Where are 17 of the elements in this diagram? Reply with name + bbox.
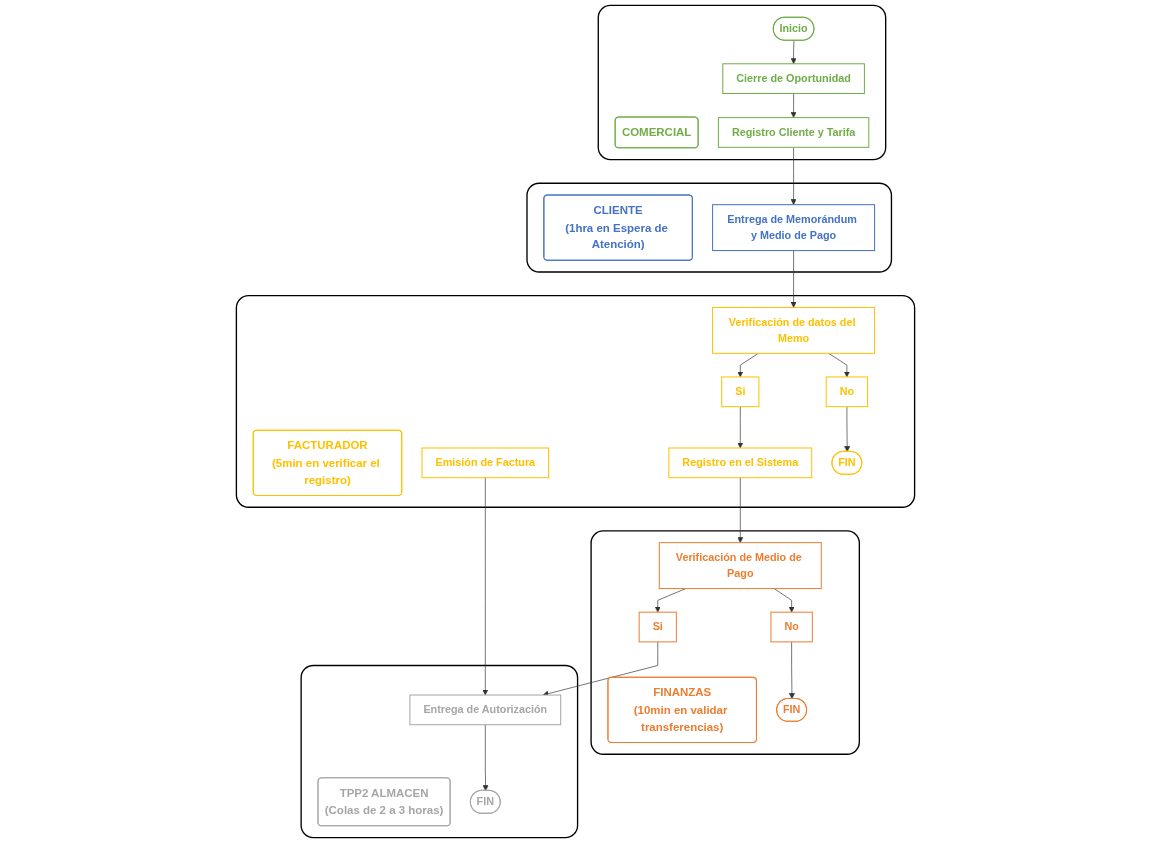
node-box: Entrega de Memorándum y Medio de Pago (712, 204, 876, 252)
node-box: Registro Cliente y Tarifa (717, 117, 870, 148)
node-box: Si (638, 611, 677, 643)
cluster (526, 182, 893, 273)
cluster (590, 530, 861, 755)
node-box: No (825, 376, 869, 408)
node-box: Verificación de datos del Memo (712, 306, 876, 354)
node-box: Verificación de Medio de Pago (658, 542, 822, 590)
node-box: Cierre de Oportunidad (722, 63, 865, 94)
node-box: Emisión de Factura (421, 447, 550, 479)
cluster (597, 4, 887, 161)
node-box: No (770, 611, 813, 643)
node-box: Registro en el Sistema (668, 447, 813, 479)
node-box: Si (721, 376, 760, 408)
cluster (235, 294, 916, 508)
node-box: Entrega de Autorización (409, 694, 562, 726)
cluster (300, 664, 579, 839)
